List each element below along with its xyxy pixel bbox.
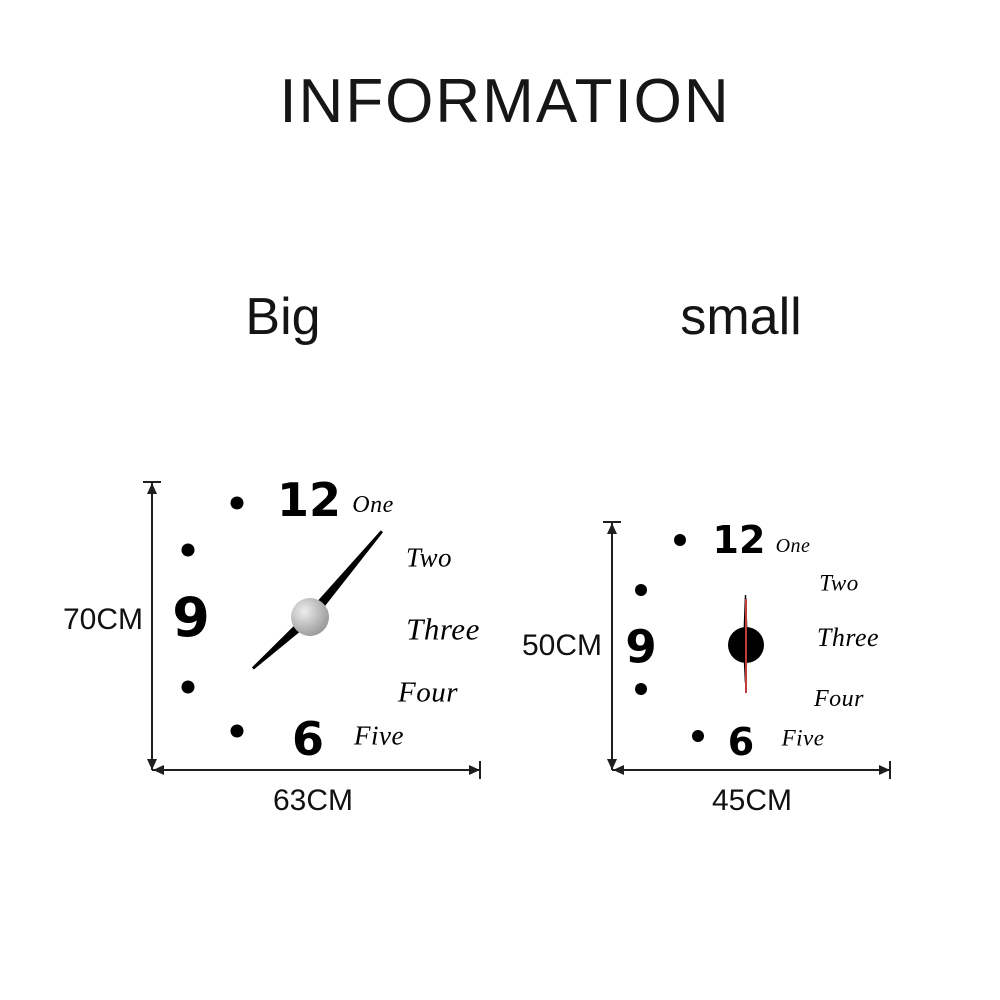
hour-marker-dot <box>181 543 195 557</box>
dimension-arrow-up-icon <box>147 483 157 494</box>
dimension-cap <box>479 761 481 779</box>
numeral-12: 12 <box>276 473 342 527</box>
hour-marker-dot <box>230 496 244 510</box>
numeral-12: 12 <box>712 518 766 562</box>
clock-hub <box>291 598 329 636</box>
hour-marker-dot <box>181 680 195 694</box>
dimension-arrow-right-icon <box>469 765 480 775</box>
word-four: Four <box>398 676 458 709</box>
word-two: Two <box>405 542 453 573</box>
width-dimension-line <box>152 769 480 771</box>
word-five: Five <box>354 720 404 751</box>
numeral-6: 6 <box>727 720 755 764</box>
dimension-arrow-left-icon <box>613 765 624 775</box>
dimension-arrow-up-icon <box>607 523 617 534</box>
word-two: Two <box>819 570 859 596</box>
small-variant-label: small <box>680 288 802 346</box>
height-label: 70CM <box>62 603 144 636</box>
numeral-9: 9 <box>172 586 210 649</box>
dimension-cap <box>889 761 891 779</box>
height-label: 50CM <box>521 629 603 662</box>
hour-marker-dot <box>635 683 647 695</box>
word-one: One <box>352 492 394 518</box>
page-title: INFORMATION <box>279 67 731 136</box>
dimension-arrow-left-icon <box>153 765 164 775</box>
width-label: 45CM <box>711 784 793 817</box>
dimension-cap <box>603 521 621 523</box>
dimension-cap <box>143 481 161 483</box>
dimension-arrow-right-icon <box>879 765 890 775</box>
hour-marker-dot <box>635 584 647 596</box>
dimension-arrow-down-icon <box>147 759 157 770</box>
numeral-6: 6 <box>291 712 325 766</box>
word-four: Four <box>814 686 864 712</box>
hour-marker-dot <box>674 534 686 546</box>
word-three: Three <box>816 623 880 652</box>
height-dimension-line <box>151 482 153 770</box>
big-variant-label: Big <box>245 288 321 346</box>
numeral-9: 9 <box>625 620 657 674</box>
second-hand <box>745 599 747 693</box>
height-dimension-line <box>611 522 613 770</box>
width-dimension-line <box>612 769 890 771</box>
hour-marker-dot <box>692 730 704 742</box>
dimension-arrow-down-icon <box>607 759 617 770</box>
width-label: 63CM <box>272 784 354 817</box>
word-three: Three <box>406 611 480 647</box>
hour-marker-dot <box>230 724 244 738</box>
word-five: Five <box>781 725 825 751</box>
word-one: One <box>775 535 811 557</box>
